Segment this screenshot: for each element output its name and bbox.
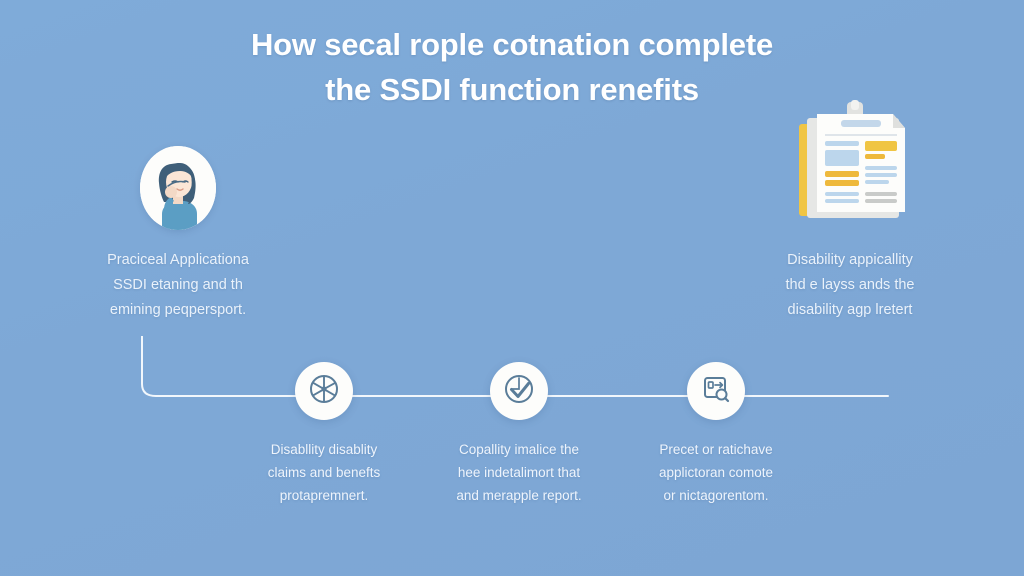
timeline-node-3[interactable] [687,362,745,420]
page-title-line-1: How secal rople cotnation complete [250,27,774,62]
step-1-line-2: claims and benefts [267,465,381,480]
page-title: How secal rople cotnation complete the S… [142,22,882,112]
step-2-line-2: hee indetalimort that [457,465,581,480]
person-avatar-icon [140,146,216,230]
feature-right-art [700,100,1000,230]
timeline-node-1[interactable] [295,362,353,420]
step-1-line-1: Disabllity disablity [270,442,378,457]
step-3-line-3: or nictagorentom. [663,488,769,503]
document-search-icon [701,374,731,409]
feature-left-line-3: emining peqpersport. [109,302,247,318]
wheel-icon [309,374,339,409]
step-2-line-1: Copallity imalice the [458,442,580,457]
feature-left-text: Praciceal Applicationa SSDI etaning and … [28,248,328,323]
feature-right-text: Disability appicallity thd e layss ands … [700,248,1000,323]
feature-block-right: Disability appicallity thd e layss ands … [700,100,1000,323]
feature-right-line-3: disability agp lretert [787,302,913,318]
step-3-line-2: applictoran comote [658,465,774,480]
clock-check-icon [504,374,534,409]
page-title-line-2: the SSDI function renefits [325,72,699,107]
feature-block-left: Praciceal Applicationa SSDI etaning and … [28,120,328,323]
feature-left-line-1: Praciceal Applicationa [107,252,249,268]
step-1-line-3: protapremnert. [279,488,369,503]
timeline-node-2[interactable] [490,362,548,420]
timeline-step-2-text: Copallity imalice the hee indetalimort t… [426,438,612,507]
step-3-line-1: Precet or ratichave [659,442,773,457]
feature-right-line-1: Disability appicallity [787,252,913,268]
document-stack-icon [785,100,915,230]
timeline-step-1-text: Disabllity disablity claims and benefts … [231,438,417,507]
feature-right-line-2: thd e layss ands the [785,277,915,293]
feature-left-line-2: SSDI etaning and th [113,277,243,293]
feature-left-art [28,120,328,230]
step-2-line-3: and merapple report. [456,488,582,503]
timeline-step-3-text: Precet or ratichave applictoran comote o… [623,438,809,507]
